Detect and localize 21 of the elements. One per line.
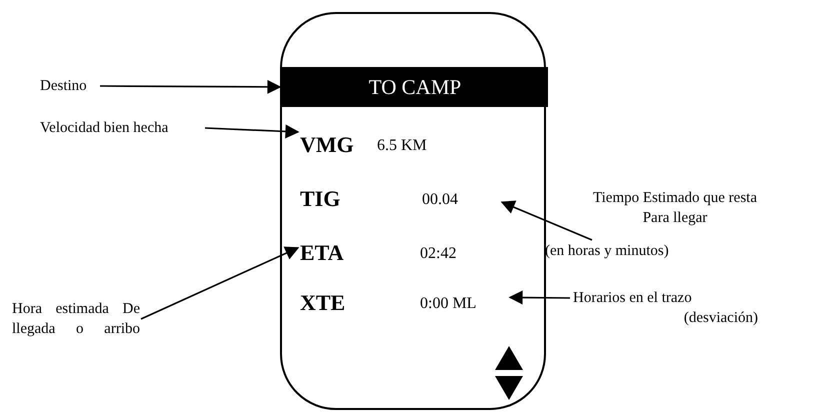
field-name: TIG bbox=[300, 186, 342, 212]
field-name: ETA bbox=[300, 240, 345, 266]
field-name: XTE bbox=[300, 290, 346, 316]
arrow bbox=[500, 200, 592, 241]
callout-text: Horarios en el trazo (desviación) bbox=[573, 289, 758, 328]
field-value: 6.5 KM bbox=[377, 136, 428, 156]
field-name: VMG bbox=[300, 132, 355, 158]
destination-title: TO CAMP bbox=[368, 74, 462, 101]
field-value: 00.04 bbox=[422, 190, 459, 210]
arrow bbox=[204, 124, 300, 138]
callout-text: Hora estimada De llegada o arribo bbox=[12, 300, 140, 339]
arrow bbox=[508, 290, 570, 305]
arrow bbox=[100, 80, 282, 94]
device-screen bbox=[280, 12, 546, 410]
callout-text: Velocidad bien hecha bbox=[40, 119, 170, 138]
arrow bbox=[140, 246, 300, 320]
field-value: 02:42 bbox=[420, 244, 458, 264]
callout-text: Destino bbox=[40, 77, 88, 96]
callout-text: Tiempo Estimado que resta Para llegar bbox=[592, 189, 758, 228]
field-value: 0:00 ML bbox=[420, 294, 478, 314]
callout-text: (en horas y minutos) bbox=[545, 242, 670, 261]
